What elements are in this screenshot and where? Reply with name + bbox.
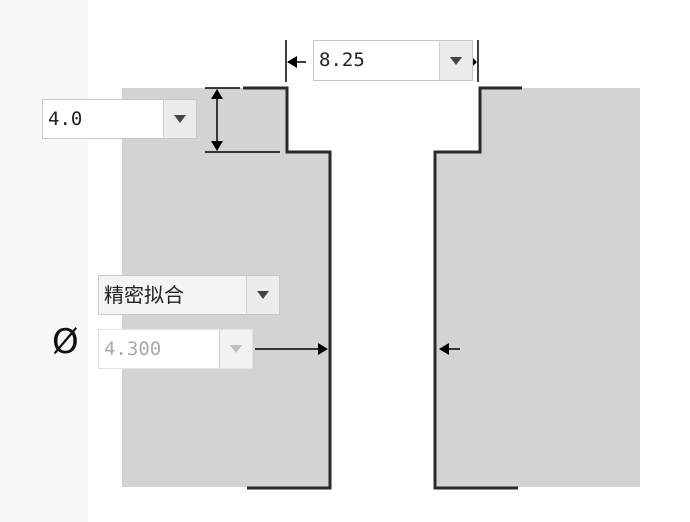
fit-type-select[interactable]: 精密拟合 [98, 275, 280, 315]
left-profile [243, 86, 332, 490]
counterbore-void [287, 88, 480, 152]
dropdown-button [219, 330, 252, 368]
material-right [435, 88, 640, 487]
counterbore-depth-value[interactable]: 4.0 [48, 108, 83, 130]
left-margin [0, 0, 88, 522]
chevron-down-icon [450, 56, 462, 65]
hole-diameter-value: 4.300 [104, 338, 162, 360]
arrow-left-icon [287, 56, 297, 68]
dropdown-button[interactable] [163, 100, 196, 138]
arrow-up-icon [211, 89, 223, 99]
chevron-down-icon [257, 291, 269, 299]
chevron-down-icon [230, 345, 242, 353]
arrow-left-icon [439, 343, 449, 355]
chevron-down-icon [174, 115, 186, 123]
counterbore-depth-combo[interactable]: 4.0 [42, 99, 197, 139]
right-profile [433, 86, 522, 490]
dropdown-button[interactable] [246, 276, 279, 314]
counterbore-diameter-combo[interactable]: 8.25 [313, 40, 473, 81]
depth-dimension [205, 87, 280, 153]
arrow-down-icon [211, 141, 223, 151]
arrow-right-icon [318, 343, 328, 355]
diameter-symbol-icon: Ø [52, 322, 79, 362]
dropdown-button[interactable] [439, 41, 472, 80]
fit-type-value[interactable]: 精密拟合 [99, 276, 246, 314]
hole-diameter-combo: 4.300 [98, 329, 253, 369]
counterbore-diameter-value[interactable]: 8.25 [319, 49, 365, 71]
